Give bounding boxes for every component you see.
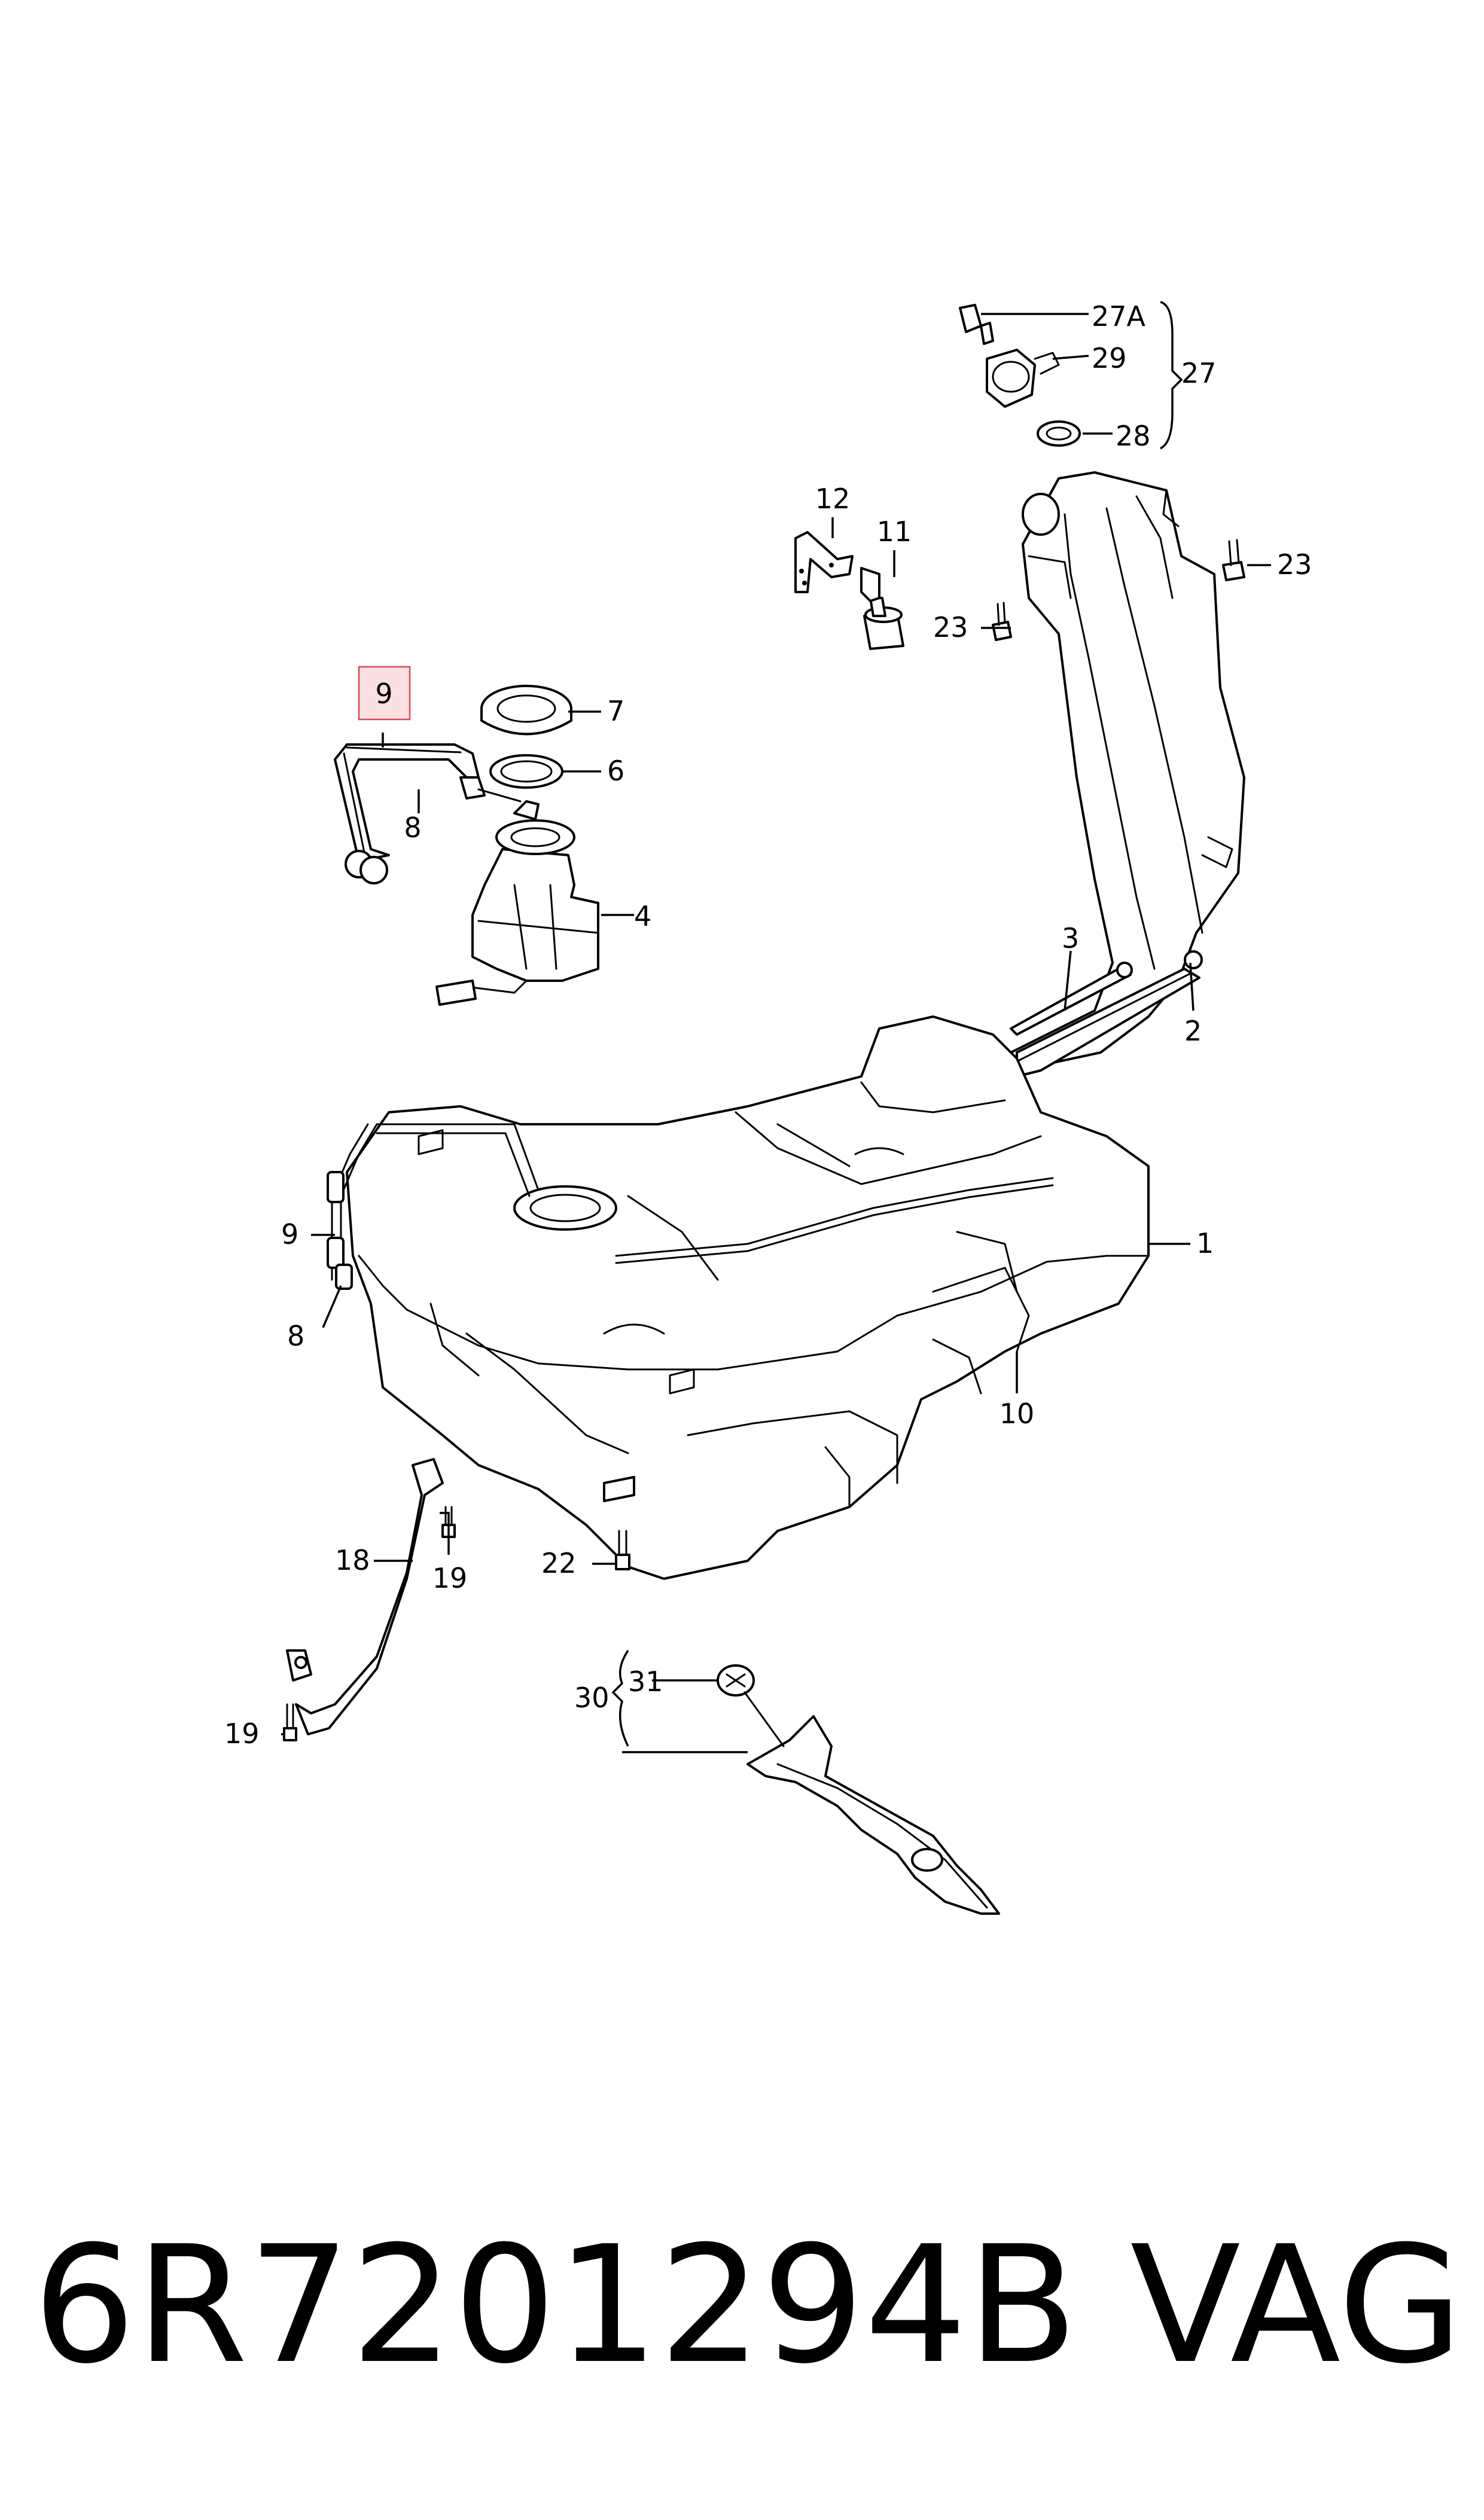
callout-12: 12 [815,483,851,515]
callout-27: 27 [1181,357,1217,389]
fuel-tank [346,1015,1150,1580]
callout-2: 2 [1184,1015,1202,1047]
vent-valve [860,567,904,650]
callout-7: 7 [607,695,624,727]
callout-31: 31 [628,1665,663,1698]
filler-neck [1010,471,1245,1072]
callout-8-top: 8 [404,811,421,844]
callout-19-left: 19 [224,1717,260,1750]
callout-29: 29 [1092,342,1127,374]
vent-hose [794,531,854,593]
bolt-23-mid [992,602,1012,641]
callout-28: 28 [1116,420,1151,452]
bolt-19-right [441,1506,456,1538]
bolt-19-left [283,1703,297,1741]
callout-9-left: 9 [281,1218,298,1250]
bolt-23-right [1222,539,1245,581]
tank-side-lines [327,1123,378,1290]
highlight-box [358,666,411,721]
leader-lines [281,301,1271,1753]
callout-19-right: 19 [432,1562,468,1594]
callout-22: 22 [541,1547,577,1579]
filler-pipes [1010,950,1203,1078]
fuel-line-9 [334,743,522,884]
heat-shield-30 [746,1715,1000,1915]
pump-seal [489,754,563,789]
brand-name: VAG [1130,2211,1463,2399]
callout-27a: 27A [1092,300,1146,332]
callout-1: 1 [1196,1227,1214,1259]
part-number: 6R7201294B [33,2211,1078,2399]
retainer-31 [717,1664,785,1747]
callout-8-left: 8 [287,1320,304,1352]
callout-9-highlighted: 9 [375,678,392,710]
callout-10: 10 [1000,1398,1035,1430]
callout-30: 30 [574,1682,610,1714]
tank-strap [286,1458,444,1735]
callout-labels: 9 1 2 3 4 6 7 8 9 8 10 11 12 18 19 19 22… [224,300,1312,1750]
callout-23-mid: 23 [933,611,968,643]
callout-23-right: 23 [1277,548,1312,581]
callout-4: 4 [634,900,651,932]
lock-ring [480,685,572,736]
callout-11: 11 [877,515,912,548]
callout-18: 18 [335,1544,370,1576]
callout-6: 6 [607,755,624,787]
fuel-pump-module [435,800,599,1006]
filler-cap-assembly [959,304,1081,447]
callout-3: 3 [1062,922,1079,954]
